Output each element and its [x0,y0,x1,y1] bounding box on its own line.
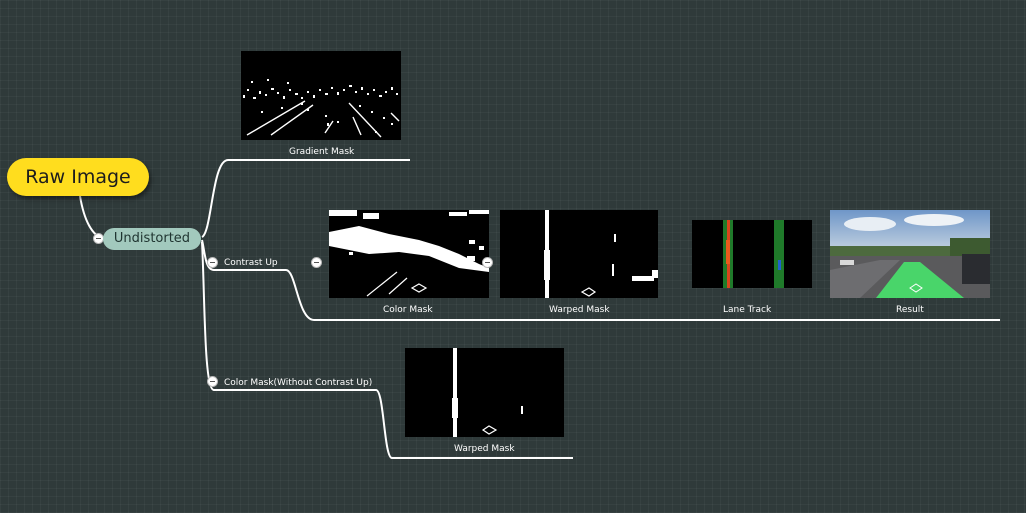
color-mask-image[interactable] [329,210,489,298]
node-undistorted[interactable]: Undistorted [103,228,201,250]
lane-track-graphic [692,220,812,288]
lane-track-image[interactable] [692,220,812,288]
color-mask-graphic [329,210,489,298]
label-lane-track: Lane Track [723,305,772,315]
collapse-toggle-no-contrast[interactable] [207,376,218,387]
connector-gradient [201,159,410,238]
gradient-mask-image[interactable] [241,51,401,140]
result-image[interactable] [830,210,990,298]
label-warped-mask: Warped Mask [549,305,610,315]
collapse-toggle-warped-mask[interactable] [482,257,493,268]
connector-contrast-up [201,239,1000,321]
collapse-toggle-color-mask[interactable] [311,257,322,268]
root-node-raw-image[interactable]: Raw Image [7,158,149,196]
label-warped-mask-no-contrast: Warped Mask [454,444,515,454]
warped-mask-no-contrast-image[interactable] [405,348,564,437]
collapse-toggle-contrast-up[interactable] [207,257,218,268]
label-gradient-mask: Gradient Mask [289,147,355,157]
warped-mask-no-contrast-graphic [405,348,564,437]
warped-mask-image[interactable] [500,210,658,298]
result-graphic [830,210,990,298]
label-color-mask: Color Mask [383,305,433,315]
label-result: Result [896,305,924,315]
warped-mask-graphic [500,210,658,298]
gradient-mask-graphic [241,51,401,140]
label-color-mask-no-contrast: Color Mask(Without Contrast Up) [224,378,373,388]
label-contrast-up: Contrast Up [224,258,278,268]
connector-no-contrast [201,241,573,459]
